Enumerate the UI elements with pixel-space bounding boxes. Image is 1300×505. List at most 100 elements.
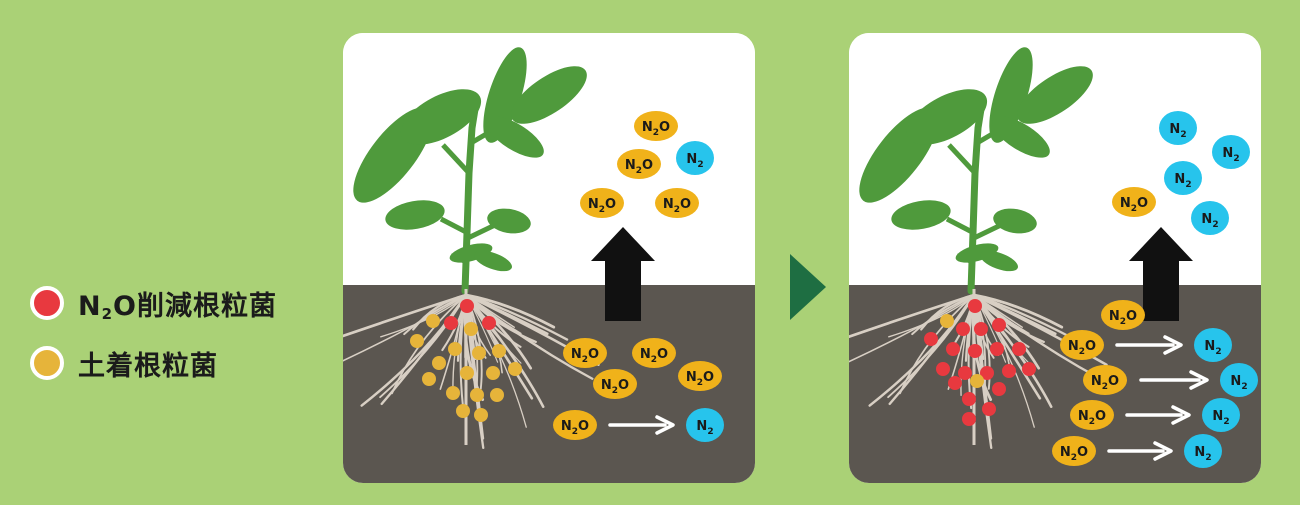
n2o-molecule: N2O — [617, 149, 661, 179]
n2-molecule: N2 — [676, 141, 714, 175]
n2-molecule: N2 — [1164, 161, 1202, 195]
legend: N2O削減根粒菌 土着根粒菌 — [30, 283, 277, 403]
native-nodule — [474, 408, 488, 422]
svg-text:N2O: N2O — [1060, 445, 1088, 463]
reducing-nodule — [936, 362, 950, 376]
svg-text:N2O: N2O — [625, 158, 653, 176]
reducing-nodule — [980, 366, 994, 380]
n2o-molecule: N2O — [1052, 436, 1096, 466]
native-nodule — [472, 346, 486, 360]
reducing-nodule — [460, 299, 474, 313]
n2o-molecule: N2O — [563, 338, 607, 368]
right-arrow-icon — [608, 415, 675, 435]
soybean-plant-icon — [353, 47, 587, 295]
reducing-nodule — [946, 342, 960, 356]
svg-text:N2O: N2O — [561, 419, 589, 437]
n2o-molecule: N2O — [553, 410, 597, 440]
native-nodule — [940, 314, 954, 328]
native-nodule — [490, 388, 504, 402]
n2o-molecule: N2O — [655, 188, 699, 218]
upward-arrow-icon — [1129, 227, 1193, 321]
right-arrow-icon — [1125, 405, 1191, 425]
reducing-nodule — [990, 342, 1004, 356]
svg-text:N2: N2 — [1222, 146, 1239, 164]
svg-text:N2: N2 — [696, 419, 713, 437]
svg-text:N2: N2 — [1204, 339, 1221, 357]
reducing-nodule — [1012, 342, 1026, 356]
svg-text:N2: N2 — [686, 152, 703, 170]
n2-molecule: N2 — [1184, 434, 1222, 468]
reducing-nodule — [982, 402, 996, 416]
n2-molecule: N2 — [1194, 328, 1232, 362]
reducing-nodule — [924, 332, 938, 346]
n2o-molecule: N2O — [593, 369, 637, 399]
legend-item-native: 土着根粒菌 — [30, 343, 277, 383]
upward-arrow-icon — [591, 227, 655, 321]
n2-molecule: N2 — [1220, 363, 1258, 397]
reducing-nodule — [444, 316, 458, 330]
nodules — [410, 299, 522, 422]
svg-text:N2O: N2O — [1091, 374, 1119, 392]
reducing-nodule — [974, 322, 988, 336]
native-nodule — [446, 386, 460, 400]
svg-text:N2O: N2O — [640, 347, 668, 365]
nodules — [924, 299, 1036, 426]
svg-text:N2: N2 — [1194, 445, 1211, 463]
svg-text:N2: N2 — [1230, 374, 1247, 392]
svg-text:N2O: N2O — [1078, 409, 1106, 427]
native-nodule — [470, 388, 484, 402]
svg-text:N2O: N2O — [686, 370, 714, 388]
native-nodule — [426, 314, 440, 328]
svg-text:N2: N2 — [1212, 409, 1229, 427]
reducing-nodule — [968, 344, 982, 358]
reducing-nodule — [962, 392, 976, 406]
reducing-nodule — [1002, 364, 1016, 378]
reducing-nodule — [958, 366, 972, 380]
native-nodule — [422, 372, 436, 386]
svg-text:N2O: N2O — [642, 120, 670, 138]
svg-text:N2O: N2O — [663, 197, 691, 215]
n2o-molecule: N2O — [678, 361, 722, 391]
n2o-molecule: N2O — [1083, 365, 1127, 395]
n2o-molecule: N2O — [1101, 300, 1145, 330]
reducing-nodule — [482, 316, 496, 330]
n2o-molecule: N2O — [1070, 400, 1114, 430]
n2o-molecule: N2O — [1060, 330, 1104, 360]
reducing-nodule — [992, 318, 1006, 332]
legend-label: N2O削減根粒菌 — [78, 290, 277, 323]
soybean-plant-icon — [859, 47, 1093, 295]
reducing-nodule — [1022, 362, 1036, 376]
legend-label: 土着根粒菌 — [78, 350, 218, 382]
n2-molecule: N2 — [1191, 201, 1229, 235]
native-nodule — [464, 322, 478, 336]
n2o-molecule: N2O — [580, 188, 624, 218]
svg-text:N2O: N2O — [571, 347, 599, 365]
native-nodule — [448, 342, 462, 356]
native-nodule — [970, 374, 984, 388]
yellow-dot-icon — [30, 346, 64, 380]
reducing-nodule — [948, 376, 962, 390]
svg-text:N2O: N2O — [1120, 196, 1148, 214]
svg-text:N2: N2 — [1169, 122, 1186, 140]
n2o-molecule: N2O — [632, 338, 676, 368]
n2o-molecule: N2O — [634, 111, 678, 141]
native-nodule — [492, 344, 506, 358]
reducing-nodule — [992, 382, 1006, 396]
svg-text:N2: N2 — [1201, 212, 1218, 230]
n2o-molecule: N2O — [1112, 187, 1156, 217]
native-nodule — [432, 356, 446, 370]
native-nodule — [456, 404, 470, 418]
reducing-nodule — [968, 299, 982, 313]
next-arrow-icon — [790, 254, 826, 320]
right-arrow-icon — [1107, 441, 1173, 461]
svg-text:N2O: N2O — [588, 197, 616, 215]
n2-molecule: N2 — [1202, 398, 1240, 432]
right-arrow-icon — [1139, 370, 1209, 390]
native-nodule — [508, 362, 522, 376]
